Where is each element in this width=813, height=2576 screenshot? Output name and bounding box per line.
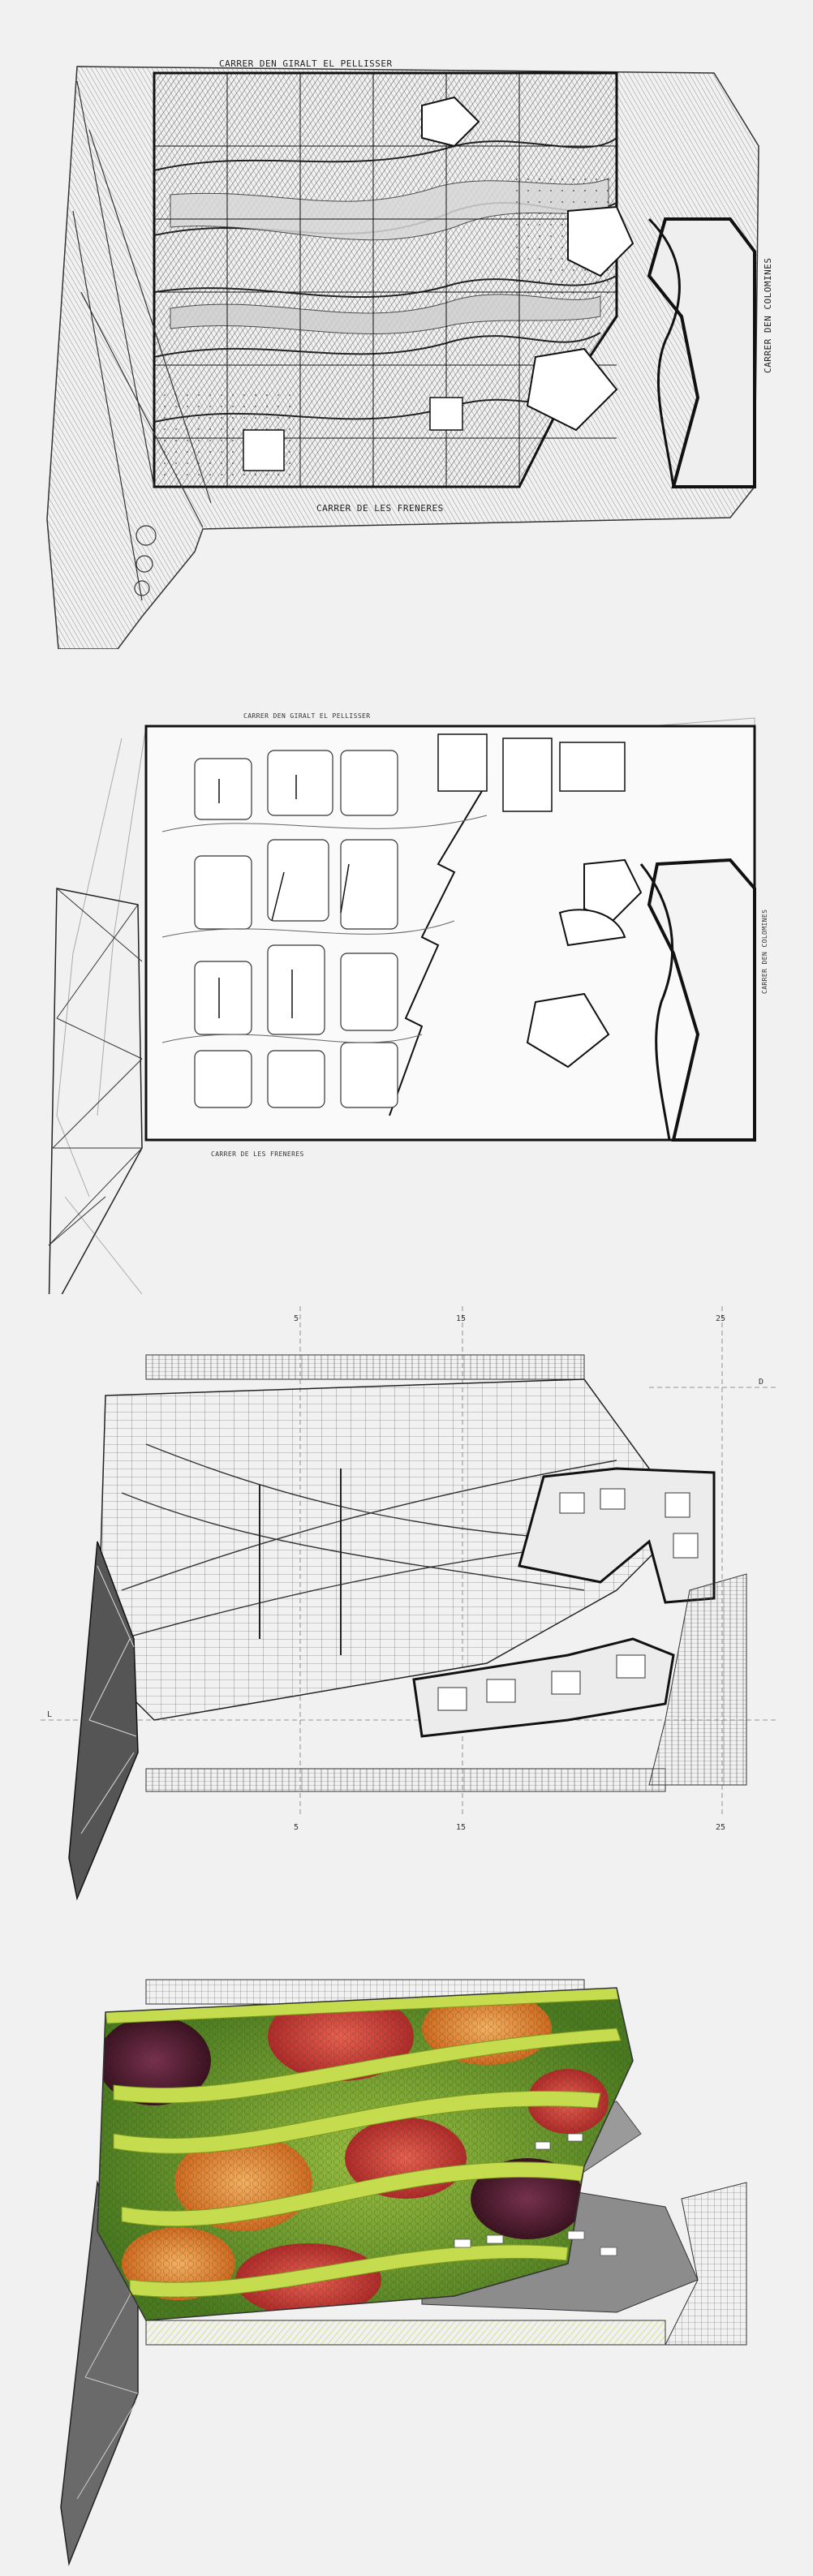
- grid-label: 5: [294, 1314, 299, 1323]
- street-label-right: CARRER DEN COLOMINES: [763, 258, 773, 373]
- grid-label: 15: [456, 1823, 466, 1832]
- grid-label-left: L: [47, 1710, 52, 1719]
- site-plan-hatched: CARRER DEN GIRALT EL PELLISSER CARRER DE…: [0, 49, 813, 649]
- grid-label: 15: [456, 1314, 466, 1323]
- floor-plan-line: CARRER DEN GIRALT EL PELLISSER CARRER DE…: [0, 694, 813, 1294]
- street-label-top: CARRER DEN GIRALT EL PELLISSER: [243, 712, 371, 720]
- grid-label: 25: [716, 1823, 725, 1832]
- roof-structure-plan: 5 15 25 5 15 25 L D: [0, 1298, 813, 1915]
- site-plan-hatched-drawing: CARRER DEN GIRALT EL PELLISSER CARRER DE…: [46, 58, 773, 649]
- grid-labels-top: 5 15 25: [294, 1314, 725, 1323]
- roof-structure-drawing: 5 15 25 5 15 25 L D: [41, 1306, 779, 1901]
- mosaic-roof-drawing: [60, 1979, 747, 2566]
- grid-label: 25: [716, 1314, 725, 1323]
- grid-label-right: D: [759, 1378, 764, 1387]
- floor-plan-line-drawing: CARRER DEN GIRALT EL PELLISSER CARRER DE…: [48, 712, 768, 1294]
- street-label-bottom: CARRER DE LES FRENERES: [211, 1150, 304, 1158]
- street-label-bottom: CARRER DE LES FRENERES: [316, 503, 444, 514]
- mosaic-roof-plan: [0, 1939, 813, 2572]
- street-label-top: CARRER DEN GIRALT EL PELLISSER: [219, 58, 393, 69]
- grid-labels-bottom: 5 15 25: [294, 1823, 725, 1832]
- grid-label: 5: [294, 1823, 299, 1832]
- street-label-right: CARRER DEN COLOMINES: [761, 910, 768, 994]
